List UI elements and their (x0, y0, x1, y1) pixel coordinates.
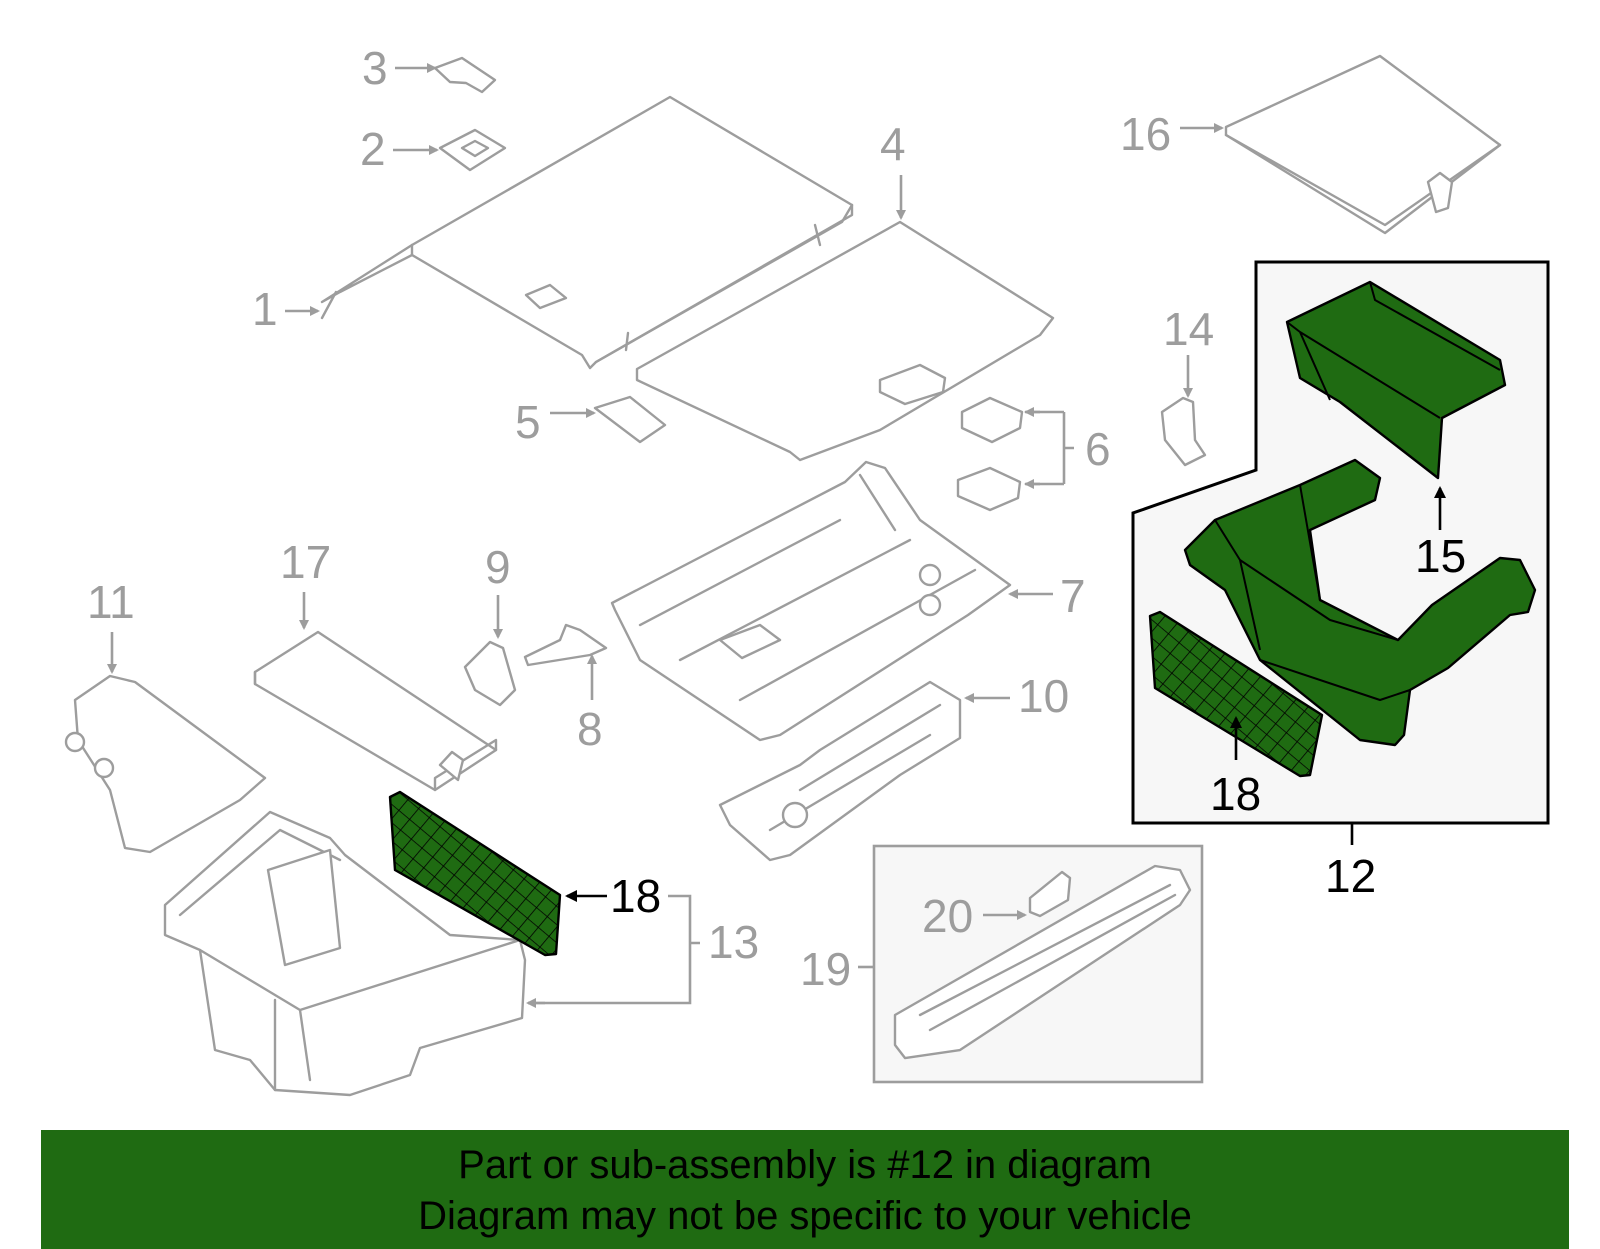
info-banner: Part or sub-assembly is #12 in diagram D… (41, 1130, 1569, 1249)
svg-text:3: 3 (362, 42, 388, 94)
part-14-bracket (1160, 396, 1207, 467)
svg-text:11: 11 (87, 576, 135, 628)
svg-text:14: 14 (1163, 303, 1214, 355)
svg-text:8: 8 (577, 703, 603, 755)
callout-13: 13 (526, 894, 759, 1008)
part-16-mat (1224, 54, 1502, 235)
callout-3: 3 (362, 42, 437, 94)
svg-text:12: 12 (1325, 850, 1376, 902)
svg-text:7: 7 (1060, 570, 1086, 622)
part-1-parcel-shelf (320, 95, 854, 370)
callout-20: 20 (922, 890, 1027, 942)
svg-text:15: 15 (1415, 530, 1466, 582)
callout-8: 8 (577, 654, 603, 755)
svg-text:2: 2 (360, 123, 386, 175)
callout-9: 9 (485, 541, 511, 639)
svg-text:9: 9 (485, 541, 511, 593)
part-17-board (253, 630, 498, 792)
part-9-clip (463, 640, 517, 707)
part-13-storage-tub (163, 810, 527, 1097)
svg-text:18: 18 (1210, 768, 1261, 820)
part-6-cups (956, 396, 1024, 512)
callout-14: 14 (1163, 303, 1214, 398)
svg-text:18: 18 (610, 870, 661, 922)
callout-10: 10 (964, 670, 1069, 722)
part-11-side-trim (64, 674, 267, 854)
callout-7: 7 (1008, 570, 1086, 622)
svg-text:20: 20 (922, 890, 973, 942)
callout-12: 12 (1325, 823, 1376, 902)
callout-2: 2 (360, 123, 439, 175)
svg-text:16: 16 (1120, 108, 1171, 160)
callout-17: 17 (280, 536, 331, 630)
svg-text:13: 13 (708, 916, 759, 968)
svg-text:4: 4 (880, 118, 906, 170)
part-10-lower-tray (718, 680, 962, 862)
callout-16: 16 (1120, 108, 1224, 160)
part-18-net-left (388, 790, 562, 957)
part-12-group (1131, 260, 1550, 825)
svg-text:19: 19 (800, 943, 851, 995)
callout-6: 6 (1024, 407, 1111, 489)
svg-text:1: 1 (252, 283, 278, 335)
callout-18-right: 18 (1210, 716, 1261, 820)
callout-19: 19 (800, 943, 874, 995)
part-19-group-box (872, 844, 1204, 1084)
callout-4: 4 (880, 118, 906, 220)
part-15-bin (1285, 280, 1507, 480)
callout-1: 1 (252, 283, 320, 335)
part-3-clip (433, 56, 497, 94)
banner-line-1: Part or sub-assembly is #12 in diagram (458, 1143, 1152, 1187)
callout-11: 11 (87, 576, 135, 674)
svg-text:17: 17 (280, 536, 331, 588)
callout-18-left: 18 (565, 870, 661, 922)
part-18-net-right (1148, 610, 1324, 778)
svg-text:10: 10 (1018, 670, 1069, 722)
part-2-clip (438, 128, 507, 172)
svg-text:5: 5 (515, 396, 541, 448)
part-12-main-tray (1183, 458, 1537, 747)
banner-line-2: Diagram may not be specific to your vehi… (418, 1194, 1192, 1238)
part-5-bracket (593, 395, 667, 444)
part-8-bracket (523, 623, 608, 667)
callout-5: 5 (515, 396, 596, 448)
svg-text:6: 6 (1085, 423, 1111, 475)
callout-15: 15 (1415, 486, 1466, 582)
part-7-floor-panel (610, 460, 1012, 742)
part-4-floor-cover (635, 220, 1055, 462)
